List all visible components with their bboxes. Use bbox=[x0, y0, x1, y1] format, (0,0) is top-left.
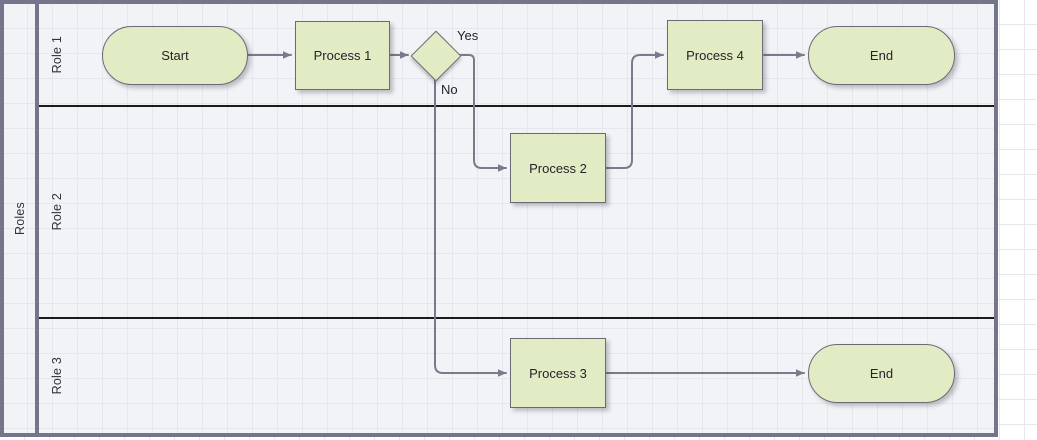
node-process-1-label: Process 1 bbox=[313, 48, 372, 63]
pool-label: Roles bbox=[12, 202, 27, 235]
node-end-3-label: End bbox=[869, 366, 894, 381]
lane-header-role-3[interactable]: Role 3 bbox=[39, 319, 75, 433]
node-start[interactable]: Start bbox=[102, 26, 248, 85]
node-start-label: Start bbox=[161, 48, 189, 63]
lane-header-role-1[interactable]: Role 1 bbox=[39, 4, 75, 105]
node-end-1[interactable]: End bbox=[808, 26, 955, 85]
lane-label-role-3: Role 3 bbox=[50, 357, 64, 395]
edge-label-no: No bbox=[441, 82, 458, 97]
node-process-4[interactable]: Process 4 bbox=[667, 20, 763, 90]
node-process-3[interactable]: Process 3 bbox=[510, 338, 606, 408]
lane-divider-2 bbox=[39, 317, 994, 319]
edge-label-yes: Yes bbox=[457, 28, 479, 43]
node-process-2-label: Process 2 bbox=[529, 160, 587, 176]
lane-label-role-2: Role 2 bbox=[50, 193, 64, 231]
lane-label-role-1: Role 1 bbox=[50, 35, 64, 74]
node-process-2[interactable]: Process 2 bbox=[510, 133, 606, 203]
node-decision[interactable] bbox=[410, 30, 462, 82]
pool-header[interactable]: Roles bbox=[4, 4, 39, 433]
lane-divider-1 bbox=[39, 105, 994, 107]
node-process-1[interactable]: Process 1 bbox=[295, 21, 390, 90]
node-end-1-label: End bbox=[869, 48, 894, 63]
node-process-3-label: Process 3 bbox=[529, 365, 587, 381]
node-end-3[interactable]: End bbox=[808, 344, 955, 403]
lane-header-role-2[interactable]: Role 2 bbox=[39, 107, 75, 317]
node-process-4-label: Process 4 bbox=[686, 47, 744, 63]
